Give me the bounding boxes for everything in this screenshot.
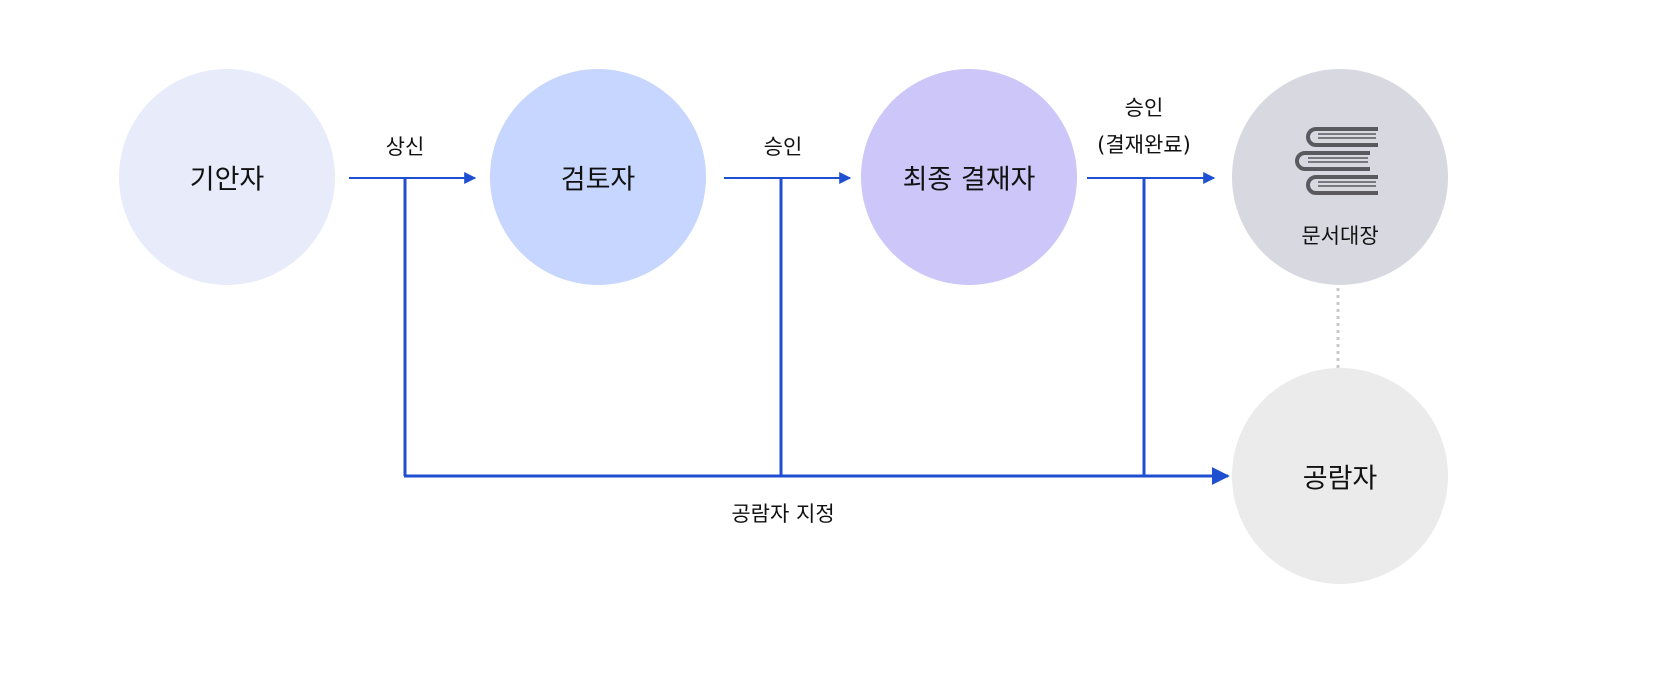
node-final-approver: 최종 결재자 <box>861 69 1077 285</box>
reviewer-circle <box>490 69 706 285</box>
node-reviewer: 검토자 <box>490 69 706 285</box>
viewer-label: 공람자 <box>1303 464 1378 495</box>
assign-viewer-label: 공람자 지정 <box>731 502 834 526</box>
node-drafter: 기안자 <box>119 69 335 285</box>
approve-complete-note: (결재완료) <box>1097 133 1191 157</box>
final-approver-circle <box>861 69 1077 285</box>
reviewer-label: 검토자 <box>561 165 636 196</box>
submit-label: 상신 <box>386 135 425 159</box>
node-viewer: 공람자 <box>1232 368 1448 584</box>
approve-label-1: 승인 <box>764 135 803 159</box>
drafter-label: 기안자 <box>190 165 265 196</box>
node-document-ledger: 문서대장 <box>1232 69 1448 285</box>
document-ledger-label: 문서대장 <box>1301 224 1378 248</box>
viewer-circle <box>1232 368 1448 584</box>
books-icon <box>1295 127 1378 195</box>
drafter-circle <box>119 69 335 285</box>
approve-label-2: 승인 <box>1125 96 1164 120</box>
final-approver-label: 최종 결재자 <box>903 165 1036 196</box>
